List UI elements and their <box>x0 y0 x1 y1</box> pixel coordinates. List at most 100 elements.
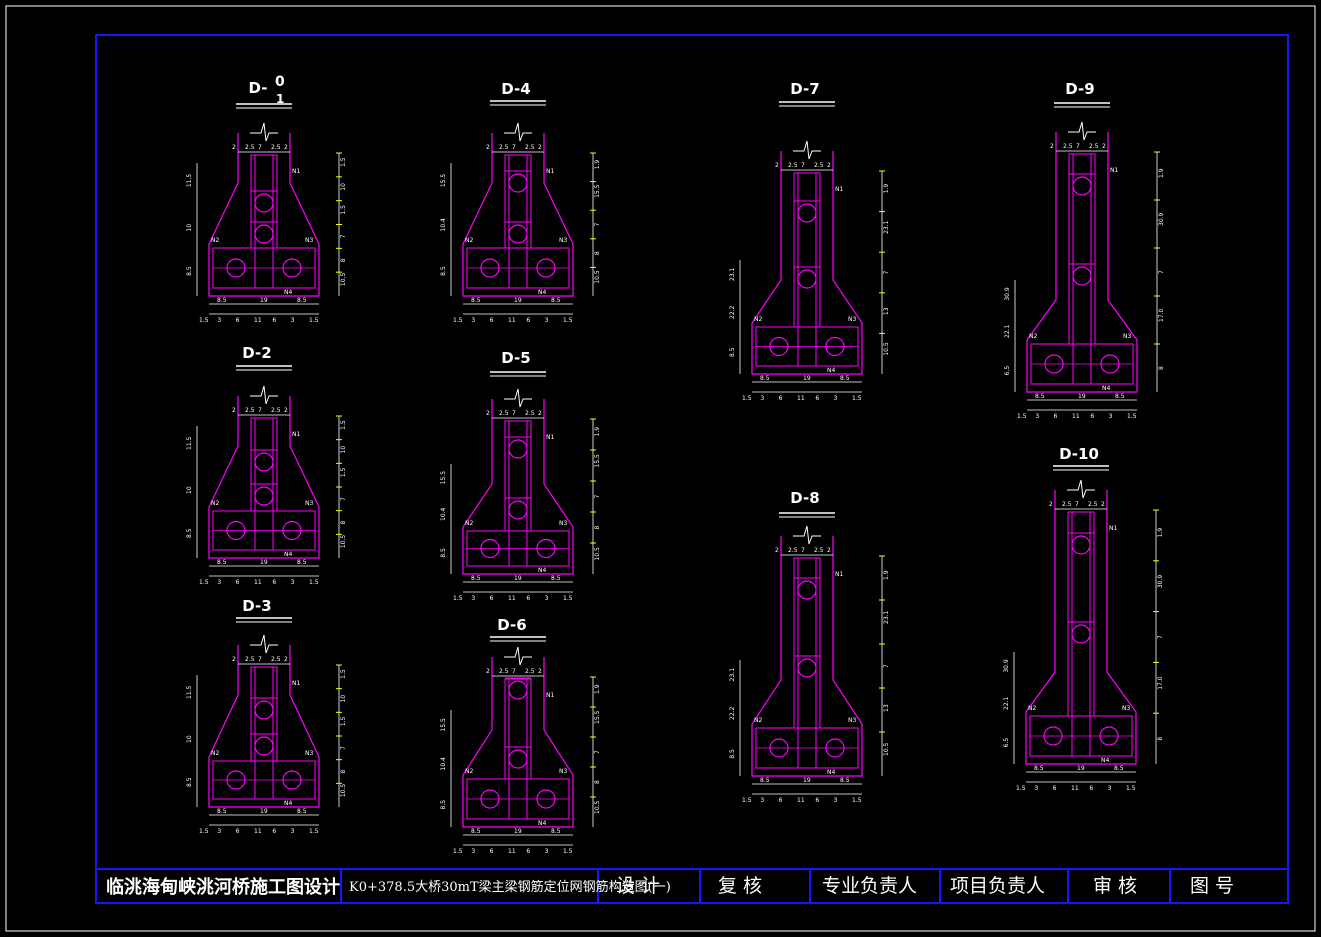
dimension-text: 2 <box>775 162 779 169</box>
dimension-text: 3 <box>545 317 549 324</box>
role-design: 设 计 <box>616 875 661 897</box>
rebar-label: N3 <box>1122 705 1130 712</box>
rebar-circle <box>480 258 500 278</box>
dimension-text: 1.9 <box>1158 168 1165 178</box>
dimension-text: 7 <box>512 410 516 417</box>
rebar-label: N3 <box>848 316 856 323</box>
dimension-text: 13 <box>883 307 890 315</box>
dimension-text: 8.5 <box>1115 393 1125 400</box>
rebar-label: N4 <box>1102 385 1110 392</box>
rebar-label: N4 <box>538 289 546 296</box>
dimension-text: 6 <box>779 395 783 402</box>
rebar-circle <box>254 193 274 213</box>
rebar-circle <box>282 520 302 541</box>
dimension-text: 1.5 <box>852 797 862 804</box>
rebar-label: N2 <box>211 500 219 507</box>
dimension-text: 7 <box>1157 635 1164 639</box>
rebar-circle <box>1100 354 1120 374</box>
dimension-text: 8.5 <box>217 297 227 304</box>
rebar-circle <box>254 452 274 472</box>
dimension-text: 1.5 <box>453 848 463 855</box>
dimension-text: 7 <box>883 664 890 668</box>
dimension-text: 7 <box>1076 143 1080 150</box>
rebar-circle <box>508 224 528 244</box>
section-title-d10: D-10 <box>1059 445 1099 463</box>
dimension-text: 2 <box>284 656 288 663</box>
dimension-text: 22.1 <box>1003 696 1010 710</box>
role-drawing-number: 图 号 <box>1190 875 1235 897</box>
rebar-circle <box>1043 726 1063 746</box>
dimension-text: 1.5 <box>1017 413 1027 420</box>
dimension-text: 1.5 <box>1127 413 1137 420</box>
dimension-text: 10 <box>340 446 347 454</box>
dimension-text: 2 <box>827 547 831 554</box>
dimension-text: 10 <box>186 486 193 494</box>
break-line <box>504 388 532 408</box>
rebar-circle <box>1072 266 1092 286</box>
rebar-circle <box>254 736 274 756</box>
dimension-text: 3 <box>471 317 475 324</box>
dimension-text: 6.5 <box>1003 738 1010 748</box>
dimension-text: 2 <box>1102 143 1106 150</box>
dimension-text: 2 <box>486 410 490 417</box>
dimension-text: 10 <box>340 695 347 703</box>
dimension-text: 8 <box>594 526 601 530</box>
dimension-text: 3 <box>471 848 475 855</box>
dimension-text: 8.5 <box>440 266 447 276</box>
dimension-text: 6 <box>526 317 530 324</box>
dimension-text: 7 <box>883 271 890 275</box>
dimension-text: 30.9 <box>1004 287 1011 301</box>
dimension-text: 2 <box>232 407 236 414</box>
rebar-circle <box>254 700 274 720</box>
dimension-text: 8.5 <box>297 297 307 304</box>
rebar-label: N4 <box>827 769 835 776</box>
dimension-text: 7 <box>1158 270 1165 274</box>
dimension-text: 2.5 <box>499 668 509 675</box>
project-title: 临洮海甸峡洮河桥施工图设计 <box>106 877 340 898</box>
dimension-text: 15.5 <box>440 471 447 485</box>
dimension-text: 10.4 <box>440 507 447 521</box>
dimension-text: 2.5 <box>1063 143 1073 150</box>
dimension-text: 2.5 <box>788 162 798 169</box>
dimension-text: 8.5 <box>840 375 850 382</box>
rebar-label: N1 <box>835 571 843 578</box>
dimension-text: 1.5 <box>852 395 862 402</box>
dimension-text: 8.5 <box>217 808 227 815</box>
dimension-text: 8.5 <box>440 548 447 558</box>
section-title-d7: D-7 <box>790 80 820 98</box>
rebar-circle <box>825 336 845 357</box>
dimension-text: 1.5 <box>453 595 463 602</box>
dimension-text: 8.5 <box>760 375 770 382</box>
rebar-circle <box>1099 726 1119 746</box>
rebar-label: N3 <box>305 750 313 757</box>
dimension-text: 1.9 <box>594 427 601 437</box>
dimension-text: 1.5 <box>340 157 347 167</box>
concrete-outline <box>208 133 320 297</box>
break-line <box>793 140 821 160</box>
dimension-text: 7 <box>594 750 601 754</box>
rebar-circle <box>226 520 246 541</box>
dimension-text: 11 <box>1072 413 1080 420</box>
rebar-circle <box>508 173 528 193</box>
dimension-text: 8.5 <box>1035 393 1045 400</box>
section-title-d8: D-8 <box>790 489 820 507</box>
dimension-text: 8 <box>340 770 347 774</box>
dimension-text: 3 <box>217 828 221 835</box>
dimension-text: 10.5 <box>340 535 347 549</box>
dimension-text: 7 <box>340 497 347 501</box>
rebar-label: N4 <box>1101 757 1109 764</box>
dimension-text: 7 <box>801 162 805 169</box>
dimension-text: 19 <box>514 828 522 835</box>
rebar-circle <box>480 789 500 809</box>
dimension-text: 3 <box>834 797 838 804</box>
rebar-circle <box>254 486 274 506</box>
dimension-text: 6 <box>526 595 530 602</box>
rebar-label: N1 <box>1110 167 1118 174</box>
dimension-text: 10.4 <box>440 218 447 232</box>
concrete-outline <box>751 536 863 777</box>
dimension-text: 23.1 <box>729 267 736 281</box>
dimension-text: 8.5 <box>1034 765 1044 772</box>
dimension-text: 8 <box>340 521 347 525</box>
dimension-text: 6 <box>272 828 276 835</box>
